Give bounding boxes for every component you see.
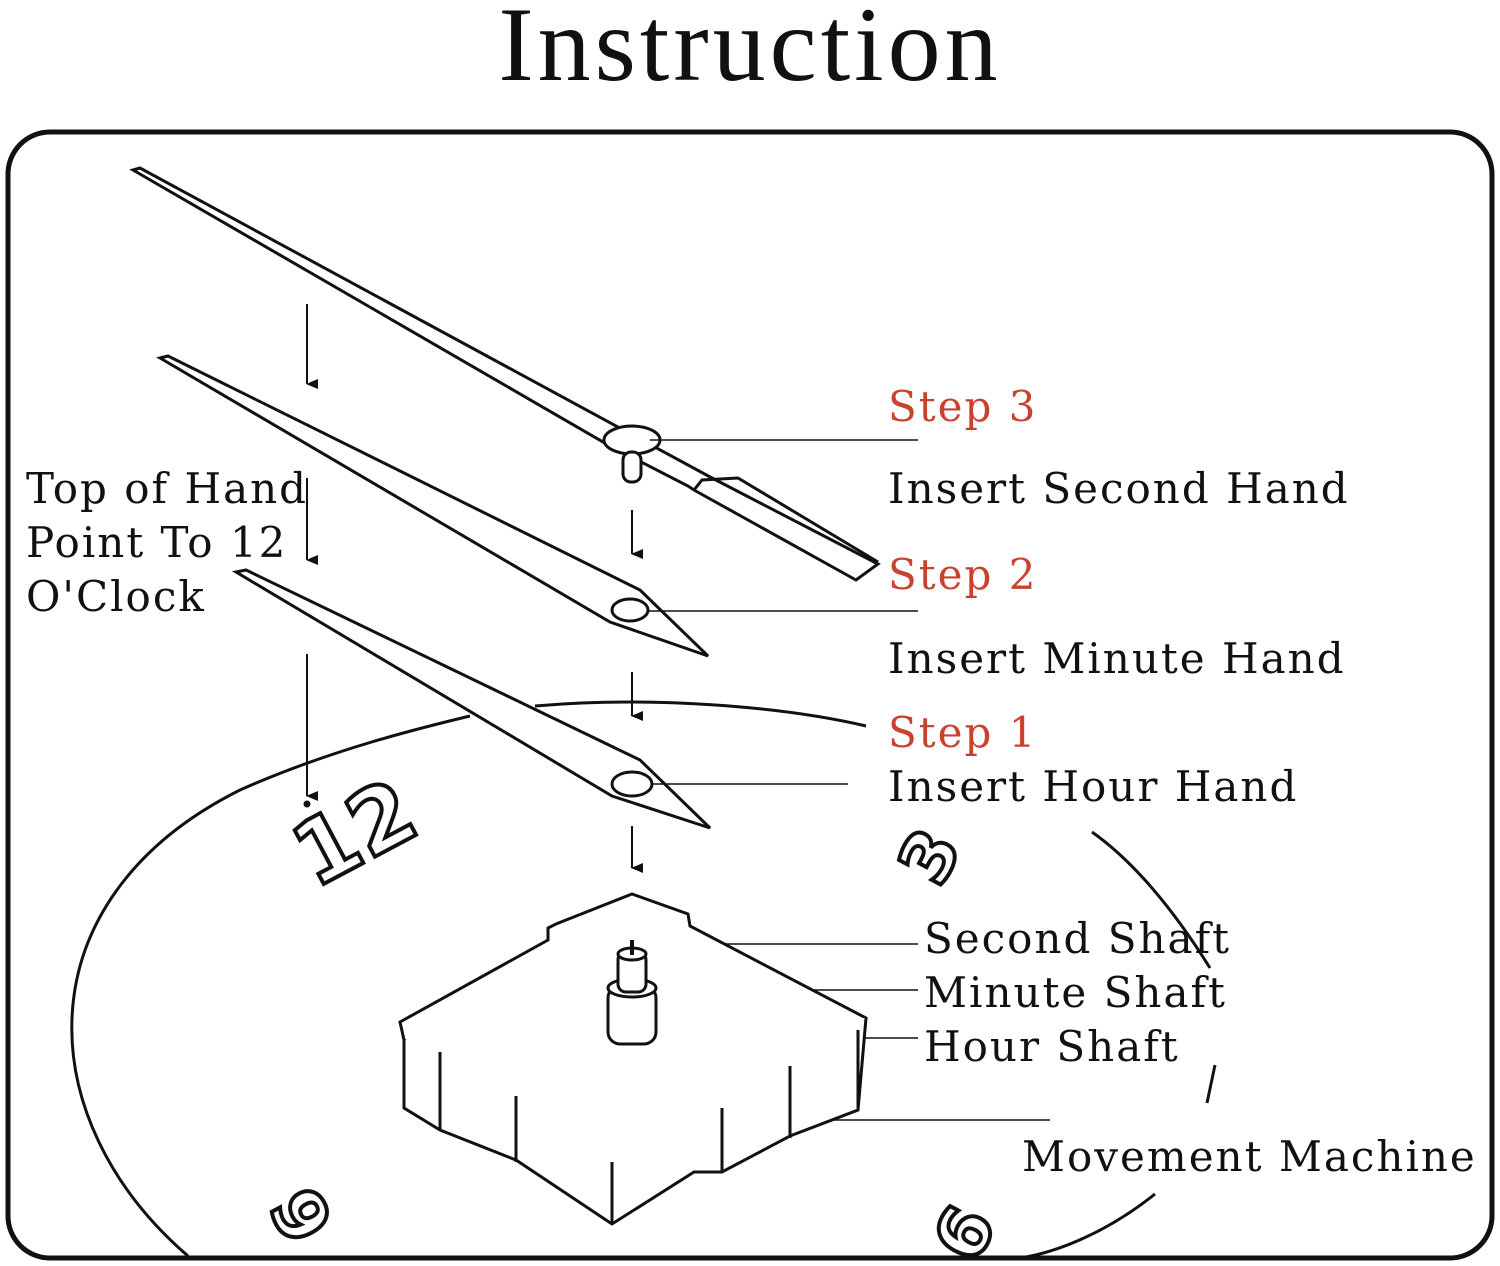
step-3-label: Step 3: [888, 382, 1038, 431]
hour-hand: [231, 568, 712, 830]
note-line-3: O'Clock: [26, 572, 206, 621]
note-line-2: Point To 12: [26, 518, 288, 567]
step-1-label: Step 1: [888, 708, 1038, 757]
note-line-1: Top of Hand: [26, 464, 309, 513]
twelve-marker-dot: [303, 800, 311, 808]
step-2-label: Step 2: [888, 550, 1038, 599]
second-shaft-label: Second Shaft: [924, 914, 1232, 963]
dial-number-9: 9: [253, 1176, 348, 1258]
clock-face-arc-right-tick: [1205, 1064, 1217, 1104]
step-2-text: Insert Minute Hand: [888, 634, 1346, 683]
movement-machine: [398, 892, 868, 1226]
clock-face-arc: [70, 714, 471, 1258]
hour-shaft-label: Hour Shaft: [924, 1022, 1180, 1071]
diagram-frame: [5, 129, 1495, 1261]
clock-face-arc-top: [534, 700, 867, 728]
dial-number-12: 12: [276, 759, 432, 907]
minute-hand: [156, 354, 710, 658]
hand-orientation-note: Top of Hand Point To 12 O'Clock: [26, 462, 308, 624]
minute-shaft-label: Minute Shaft: [924, 968, 1227, 1017]
clock-face-arc-bottom: [1019, 1192, 1156, 1260]
step-1-text: Insert Hour Hand: [888, 762, 1299, 811]
movement-machine-label: Movement Machine: [1022, 1132, 1477, 1181]
step-3-text: Insert Second Hand: [888, 464, 1350, 513]
dial-number-3: 3: [882, 816, 977, 898]
dial-number-6: 6: [917, 1193, 1012, 1266]
second-hand: [129, 166, 881, 582]
page-title: Instruction: [498, 0, 1002, 103]
clock-face-arc-right: [1091, 830, 1212, 969]
